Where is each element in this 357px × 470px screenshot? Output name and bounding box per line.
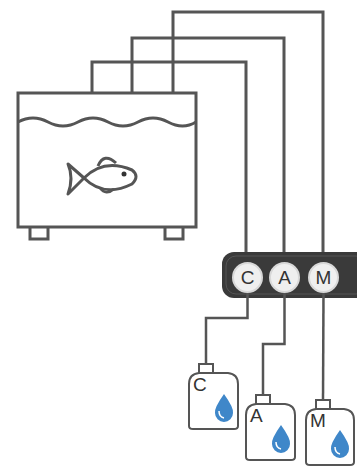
pump-unit-edge [226, 256, 357, 294]
feed-tube [322, 293, 325, 400]
pump-head: A [269, 262, 300, 293]
head-letter: C [241, 268, 255, 287]
pump-head: C [232, 262, 263, 293]
bottle-letter: A [250, 406, 263, 425]
pump-unit [222, 252, 357, 298]
feed-tube [206, 293, 248, 364]
liquid-bottle: A [243, 393, 297, 461]
pump-head: M [308, 262, 339, 293]
bottle-letter: C [193, 375, 207, 394]
fish-tank [18, 93, 196, 239]
bottle-outline [186, 362, 240, 430]
head-letter: A [278, 268, 291, 287]
bottle-letter: M [310, 411, 326, 430]
bottle-outline [303, 398, 356, 466]
head-letter: M [316, 268, 332, 287]
liquid-bottle: C [186, 362, 240, 430]
liquid-bottle: M [303, 398, 356, 466]
bottle-outline [243, 393, 297, 461]
feed-tube [263, 293, 285, 395]
